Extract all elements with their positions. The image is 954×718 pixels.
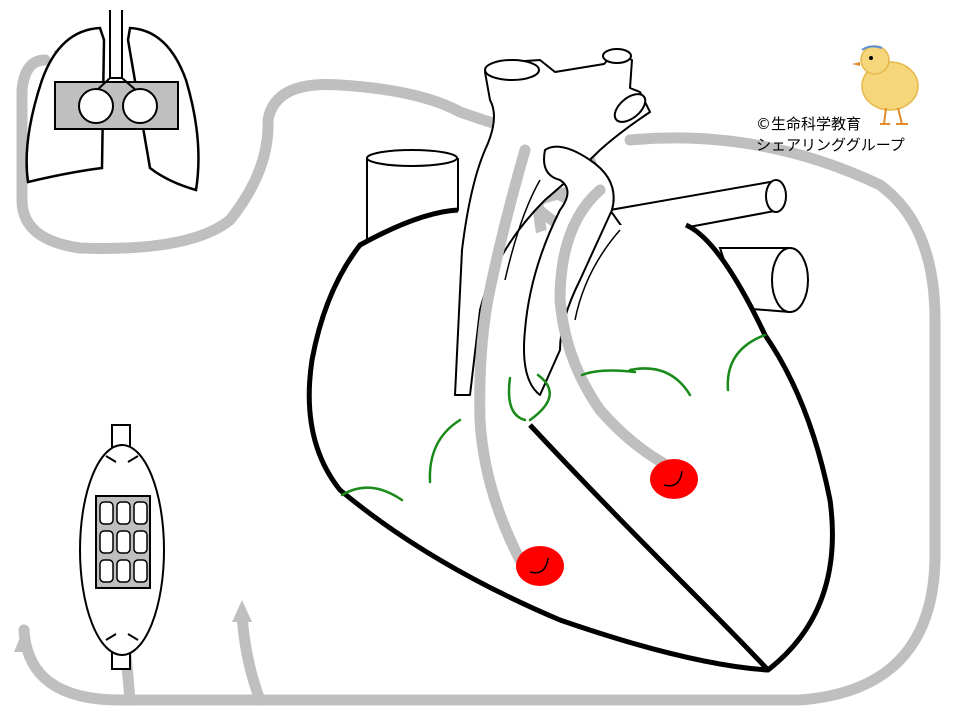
blood-cell-1 (516, 546, 564, 586)
lungs-icon (25, 10, 200, 192)
aorta-branch-2 (602, 48, 632, 64)
heart-outline (306, 207, 835, 673)
flow-overlay-outline (504, 179, 621, 321)
pulmonary-trunk (523, 145, 615, 396)
kidney-marks (105, 455, 139, 641)
kidney-cells (99, 501, 148, 583)
blood-cells (516, 459, 698, 586)
valve-4 (528, 373, 551, 422)
aorta-branch-3 (613, 93, 647, 123)
arrow-lower-body-icon (232, 600, 252, 622)
aorta-branch-1 (484, 59, 540, 81)
heart-icon (306, 48, 835, 673)
valve-1 (340, 486, 404, 502)
lung-inflow (16, 54, 51, 206)
valve-5 (580, 369, 637, 377)
valve-2 (428, 418, 462, 484)
valve-7 (726, 333, 767, 392)
pulmonary-return (16, 78, 566, 254)
valve-6 (628, 367, 692, 397)
vena-cava-opening (366, 149, 458, 167)
pulmonary-vein-lower-opening (771, 247, 809, 313)
alveolus-left (78, 88, 114, 124)
credit-text: ©生命科学教育 シェアリンググループ (756, 114, 905, 156)
heart-valves (340, 333, 767, 502)
credit-line-1: ©生命科学教育 (756, 115, 862, 133)
aorta (454, 51, 651, 396)
lower-body-return-2 (236, 609, 266, 706)
systemic-loop (18, 132, 941, 706)
kidney-icon (79, 424, 165, 670)
flow-into-left (474, 144, 531, 566)
lung-chip (54, 81, 179, 130)
chick-mascot-icon (852, 45, 919, 125)
alveolus-right (122, 88, 158, 124)
septum (528, 423, 770, 672)
valve-3 (507, 376, 527, 422)
arrow-lower-left-icon (14, 628, 34, 652)
flow-overlay (474, 144, 682, 566)
blood-cell-2 (650, 459, 698, 499)
flow-into-right (554, 184, 682, 476)
credit-line-2: シェアリンググループ (756, 136, 905, 154)
pulmonary-vein-upper-opening (765, 179, 787, 213)
heart-body (309, 210, 833, 670)
